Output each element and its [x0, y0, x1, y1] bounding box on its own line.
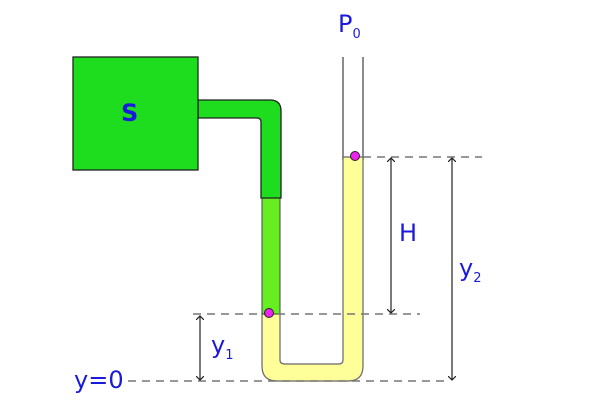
height-label: H	[399, 219, 418, 247]
tank-label: S	[121, 99, 139, 127]
y2-symbol: y	[459, 254, 474, 282]
y1-symbol: y	[211, 331, 226, 359]
y2-subscript: 2	[473, 271, 482, 286]
origin-label: y=0	[74, 366, 124, 394]
gas-tank	[72, 56, 199, 171]
manometer-liquid	[261, 156, 364, 382]
pressure-symbol: P	[338, 10, 353, 38]
point-top-level	[350, 151, 360, 161]
y1-label: y1	[211, 331, 233, 362]
connecting-pipe	[197, 99, 282, 199]
y2-label: y2	[459, 254, 481, 285]
y1-subscript: 1	[225, 348, 234, 363]
pressure-label: P0	[338, 10, 361, 41]
pressure-subscript: 0	[352, 27, 361, 42]
gas-column	[261, 197, 281, 315]
point-interface	[264, 308, 274, 318]
